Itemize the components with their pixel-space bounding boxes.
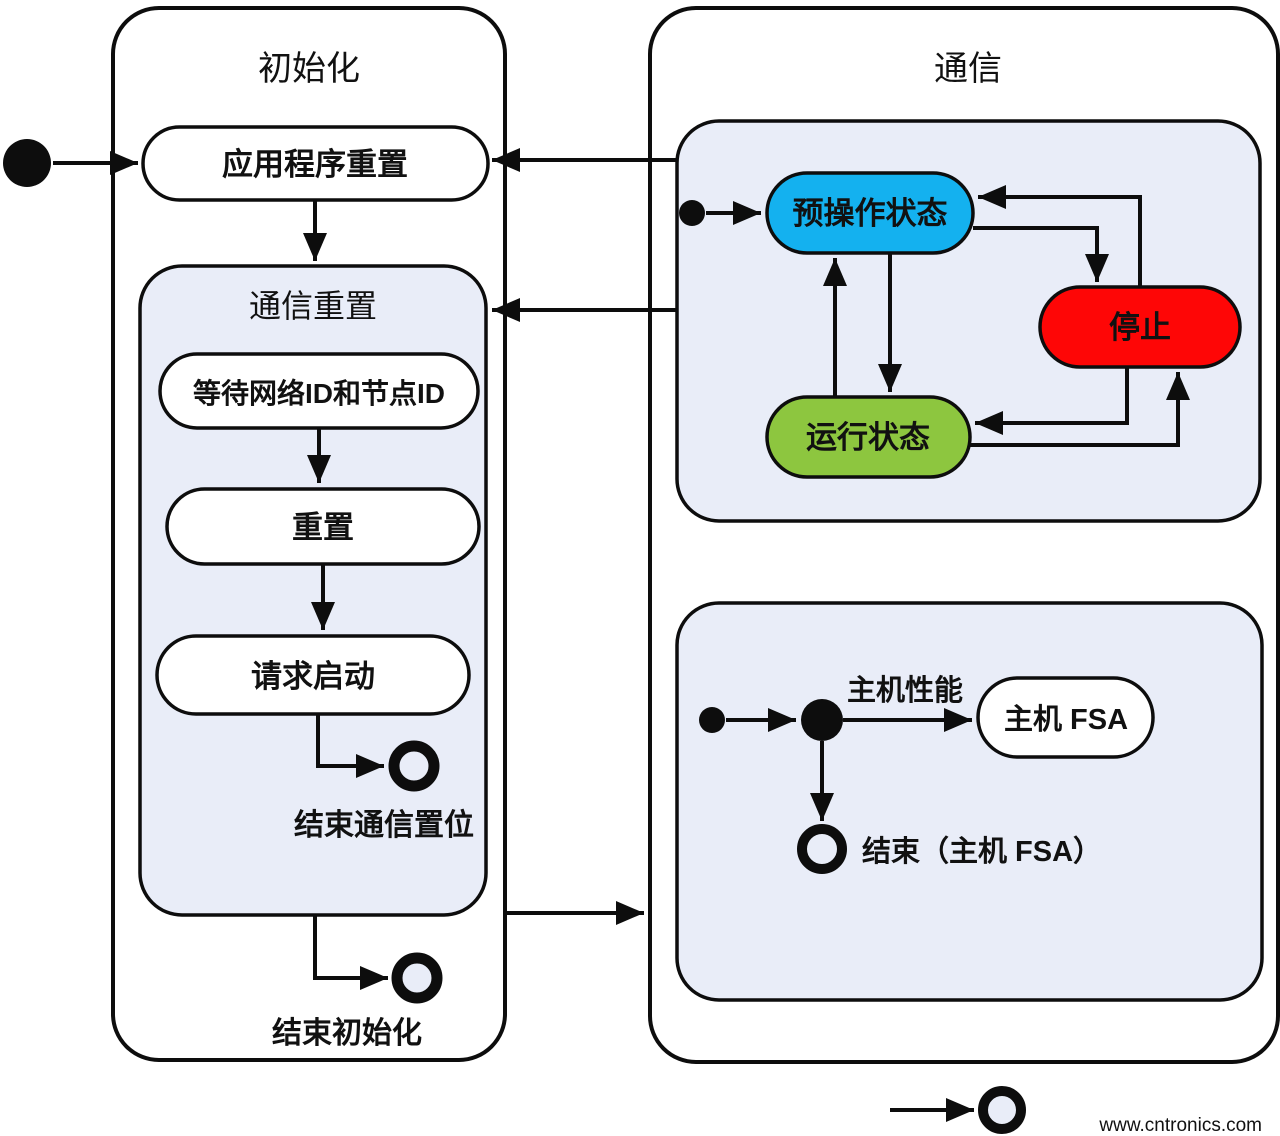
final-state-end-host-fsa [797, 824, 847, 874]
host-fsa-container [675, 601, 1264, 1002]
state-reset [165, 487, 481, 566]
final-end-init-label: 结束初始化 [272, 1017, 422, 1050]
edge-operational-to-stopped [970, 372, 1190, 447]
state-wait-ids [158, 352, 480, 430]
edge-preoperational-to-stopped [973, 226, 1109, 282]
state-operational [765, 395, 972, 479]
comm-panel-title: 通信 [934, 50, 1002, 88]
final-state-end-init [391, 952, 443, 1004]
legend-final-state-circle [978, 1086, 1026, 1134]
init-panel-title: 初始化 [258, 50, 360, 88]
edge-stopped-to-operational [975, 367, 1129, 435]
nmt-initial-dot [679, 200, 705, 226]
state-request-start [155, 634, 471, 716]
state-request-start-label: 请求启动 [251, 659, 375, 694]
state-reset-label: 重置 [292, 510, 354, 545]
state-operational-label: 运行状态 [806, 420, 930, 455]
host-initial-dot [699, 707, 725, 733]
edge-stopped-to-preoperational [978, 185, 1142, 287]
watermark-text: www.cntronics.com [1098, 1115, 1262, 1136]
final-end-host-fsa-label: 结束（主机 FSA） [862, 835, 1102, 868]
edge-request-start-to-end-comm-set [316, 715, 384, 778]
host-fork-dot [801, 699, 843, 741]
state-host-fsa-label: 主机 FSA [1004, 703, 1128, 736]
state-app-reset [141, 125, 490, 202]
composite-comm-reset-title: 通信重置 [249, 288, 377, 324]
state-app-reset-label: 应用程序重置 [222, 147, 408, 182]
state-stopped-label: 停止 [1109, 310, 1171, 345]
final-state-end-comm-set [388, 740, 440, 792]
edge-comm-reset-to-end-init [313, 916, 388, 990]
state-wait-ids-label: 等待网络ID和节点ID [193, 377, 445, 409]
state-preoperational [765, 171, 975, 255]
final-end-comm-set-label: 结束通信置位 [294, 808, 474, 842]
state-host-fsa [976, 676, 1155, 759]
transition-host-perf-label: 主机性能 [847, 674, 963, 707]
initial-state-dot [3, 139, 51, 187]
state-preoperational-label: 预操作状态 [793, 196, 948, 231]
